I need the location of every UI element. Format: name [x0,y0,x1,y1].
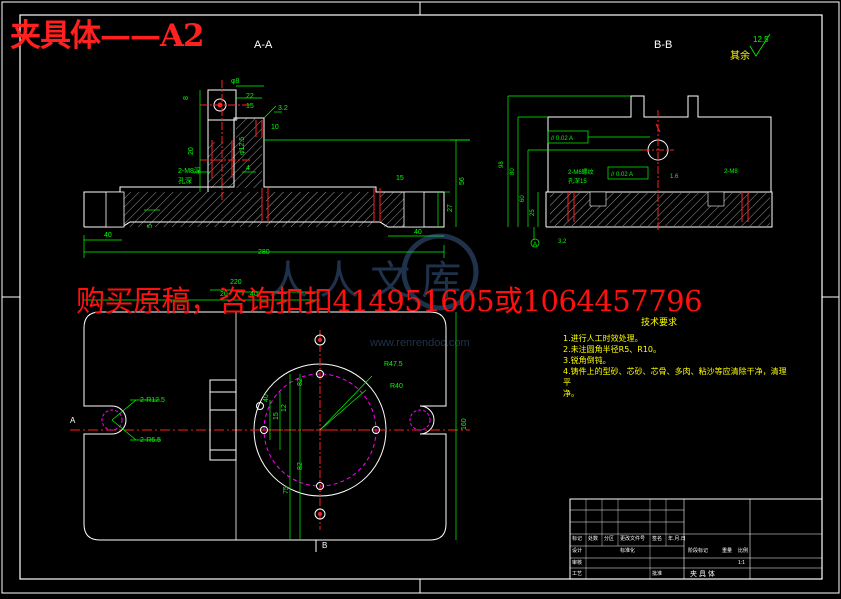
tb-approve: 批准 [652,570,662,577]
dim-plan-40b: 40 [263,394,270,402]
roughness-other-label: 其余 [730,51,750,62]
dim-plan-r40: R40 [390,383,403,390]
dim-m8-depth: 孔深 [178,176,192,185]
dim-10: 10 [271,124,279,131]
section-label-aa: A-A [254,39,273,51]
tb-process: 工艺 [572,571,582,577]
tb-label-date: 年.月.日 [668,535,686,542]
dim-280: 280 [258,249,270,256]
dim-bb-m6: 2-M6螺纹 [568,168,594,176]
dim-bb-80: 80 [510,168,516,175]
tb-review: 审核 [572,559,582,566]
dim-plan-75: 75 [283,486,290,494]
tol-bb-2: // 0.02 A [611,172,633,178]
dim-15: 15 [246,103,254,110]
dim-plan-160: 160 [461,418,468,430]
dim-plan-82b: 82 [297,462,304,470]
tb-scale: 比例 [738,547,748,554]
tech-item-1: 1.进行人工时效处理。 [563,334,643,343]
dim-22: 22 [246,93,254,100]
tb-ratio: 1:1 [738,560,745,566]
tb-stage: 阶段标记 [688,547,708,554]
tech-item-2: 2.未注圆角半径R5、R10。 [563,345,662,354]
dim-m8: 2-M8深 [178,166,201,175]
tb-label-zone: 分区 [604,535,614,542]
tech-title: 技术要求 [641,318,678,328]
dim-32: 3.2 [278,105,288,112]
dim-8: 8 [183,96,190,100]
tb-label-docno: 更改文件号 [620,535,645,542]
dim-bb-60: 60 [520,195,526,202]
dim-plan-220: 220 [230,279,242,286]
view-aa: φ8 22 15 10 3.2 8 20 φ12.5 2-M8深 孔深 4 56… [83,78,470,258]
dim-5: 5 [147,224,154,228]
dim-plan-r125: 2-R12.5 [140,397,165,404]
tb-label-mark: 标记 [572,535,582,542]
dim-bb-25: 25 [530,209,536,216]
dim-15b: 15 [396,175,404,182]
tb-design: 设计 [572,547,582,554]
tech-item-3: 3.锐角倒钝。 [563,356,611,365]
tb-label-sign: 签名 [652,535,662,542]
dim-bb-m8: 2-M8 [724,169,738,175]
watermark-site-glyphs: 人 人 文 库 [268,259,461,303]
dim-plan-15: 15 [273,412,280,420]
tb-label-count: 处数 [588,535,598,542]
watermark-logo: 人 人 文 库 www.renrendoc.com [268,233,479,349]
rough-bb-16: 1.6 [670,174,679,180]
dim-20: 20 [188,147,195,155]
rough-bb-32: 3.2 [558,239,567,245]
dim-bb-98: 98 [499,161,505,168]
dim-plan-12: 12 [281,404,288,412]
dim-40b: 40 [414,229,422,236]
dim-plan-20: 20 [220,291,228,298]
tb-standard: 标准化 [620,547,635,554]
technical-requirements: 技术要求 1.进行人工时效处理。 2.未注圆角半径R5、R10。 3.锐角倒钝。… [563,318,788,399]
section-mark-a: A [70,416,76,425]
section-label-bb: B-B [654,39,673,51]
tb-weight: 重量 [722,547,732,554]
dim-plan-r475: R47.5 [384,361,403,368]
dim-plan-82a: 82 [297,378,304,386]
purchase-ad-text: 购买原稿，咨询扣扣414951605或1064457796 [76,284,703,318]
dim-4: 4 [246,165,250,172]
dim-bb-m6-depth: 孔深15 [568,177,587,185]
datum-a: A [533,242,537,248]
tech-item-4: 4.铸件上的型砂、芯砂、芯骨、多肉、粘沙等应清除干净，清理平 [563,367,787,387]
title-block: 标记 处数 分区 更改文件号 签名 年.月.日 设计 标准化 审核 工艺 批准 … [569,498,823,580]
dim-plan-40: 40 [250,291,258,298]
tech-item-4-cont: 净。 [563,389,579,398]
roughness-other: 12.5 [753,35,769,44]
dim-27: 27 [447,204,454,212]
dim-phi8: φ8 [231,78,240,85]
section-mark-b: B [322,541,327,550]
watermark-site: www.renrendoc.com [369,337,470,349]
tol-bb-1: // 0.02 A [551,136,573,142]
dim-40a: 40 [104,232,112,239]
plan-view: 220 20 40 2-R12.5 2-R6.5 R47.5 R40 160 8… [70,279,470,552]
dim-56: 56 [459,177,466,185]
dim-plan-r65: 2-R6.5 [140,437,161,444]
title-overlay: 夹具体——A2 [10,18,205,54]
tb-part-name: 夹 具 体 [690,569,715,578]
view-bb: 98 80 60 25 // 0.02 A // 0.02 A 2-M6螺纹 孔… [499,33,773,248]
dim-phi125: φ12.5 [239,137,246,155]
